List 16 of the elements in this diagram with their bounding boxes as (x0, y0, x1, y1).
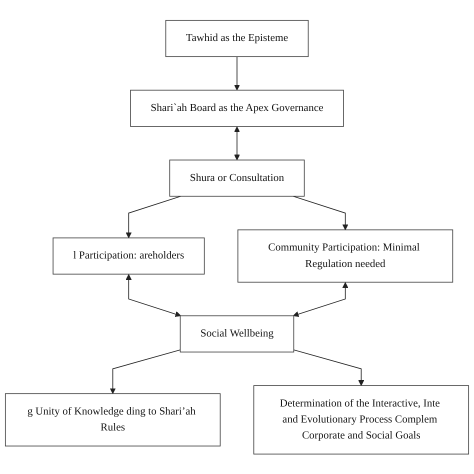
arrow (110, 349, 181, 394)
node-box: Social Wellbeing (180, 315, 294, 352)
node-box: Community Participation: Minimal Regulation needed (237, 229, 454, 282)
arrow (234, 56, 240, 90)
node-box: g Unity of Knowledge ding to Shari’ah Rules (4, 393, 221, 446)
node-box: l Participation: areholders (52, 237, 205, 274)
node-box: Determination of the Interactive, Inte and Evolutionary Process Complem Corporate and Social Goals (253, 384, 470, 454)
node-box: Shura or Consultation (169, 159, 305, 196)
arrow (292, 196, 348, 230)
arrow (126, 196, 182, 238)
node-box: Tawhid as the Episteme (165, 20, 309, 57)
arrow (234, 126, 240, 160)
node-box: Shari`ah Board as the Apex Governance (130, 90, 344, 127)
arrow (292, 282, 348, 317)
arrow (293, 349, 364, 386)
arrow (126, 274, 182, 317)
